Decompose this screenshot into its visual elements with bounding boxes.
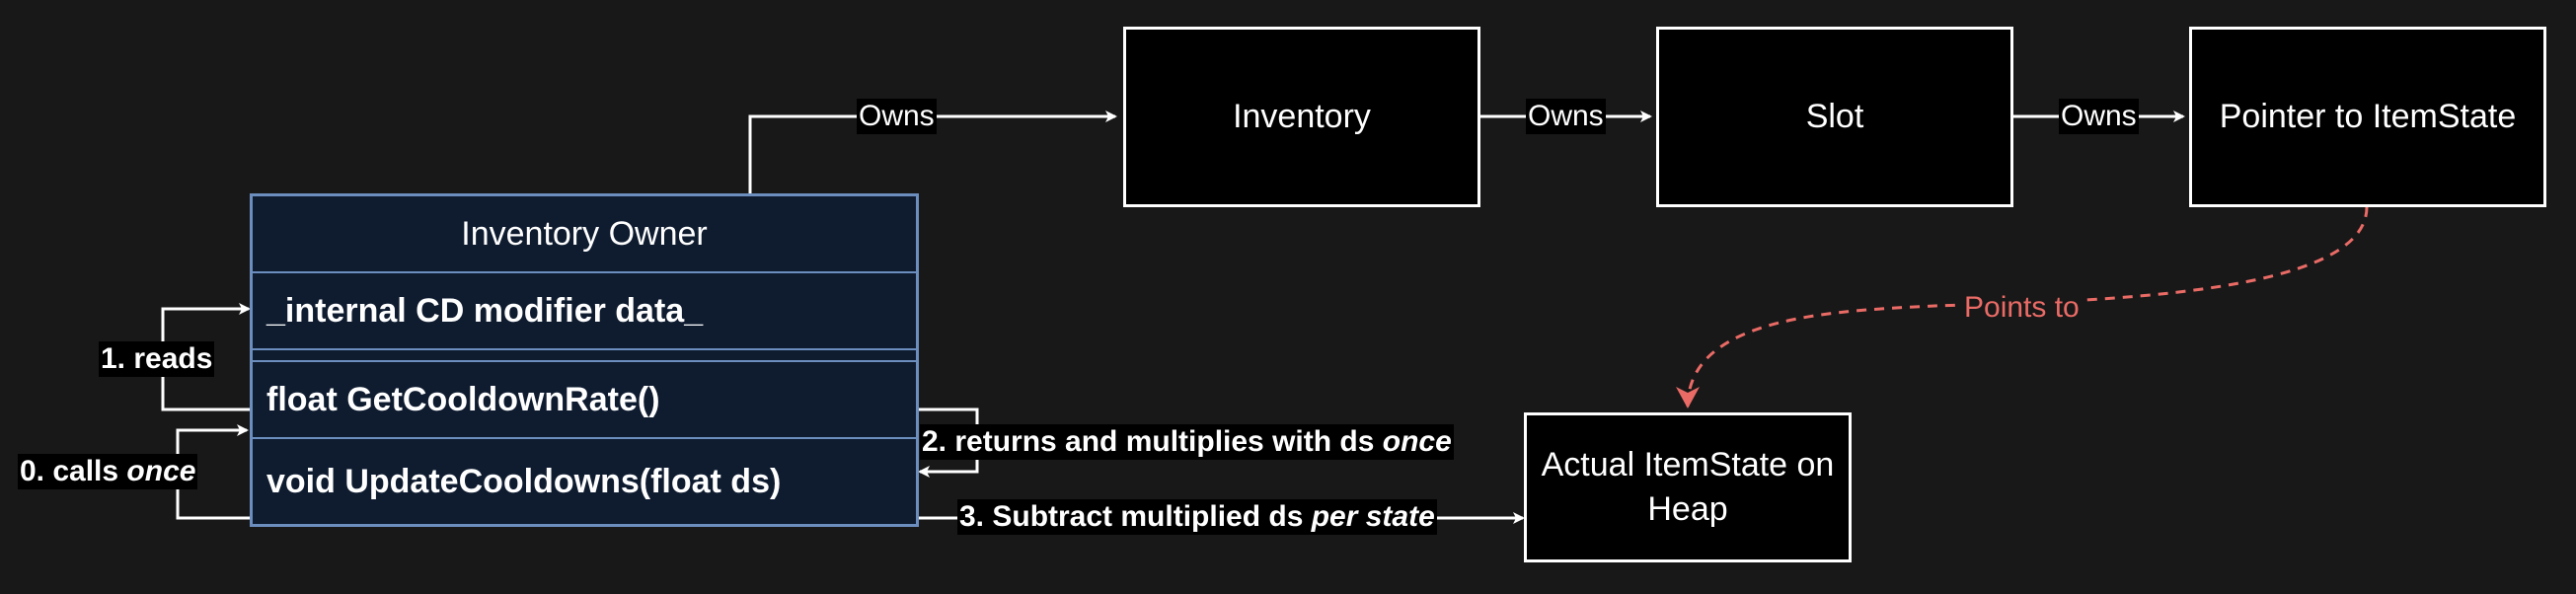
slot-label: Slot	[1805, 98, 1864, 136]
class-title-label: Inventory Owner	[461, 214, 708, 253]
method-update-cooldowns[interactable]: void UpdateCooldowns(float ds)	[253, 439, 916, 524]
itemstate-label-line2: Heap	[1647, 490, 1728, 528]
method-get-cooldown-rate-label: float GetCooldownRate()	[266, 380, 660, 418]
slot-node[interactable]: Slot	[1656, 27, 2013, 207]
class-field[interactable]: _internal CD modifier data_	[253, 273, 916, 350]
inventory-node[interactable]: Inventory	[1123, 27, 1480, 207]
owns-label-3: Owns	[2059, 99, 2139, 134]
pointer-label: Pointer to ItemState	[2219, 98, 2517, 136]
inventory-owner-class[interactable]: Inventory Owner _internal CD modifier da…	[250, 193, 919, 527]
calls-label: 0. calls once	[18, 454, 198, 489]
inventory-label: Inventory	[1233, 98, 1371, 136]
edge-owns-inventory	[748, 111, 1117, 193]
itemstate-label-line1: Actual ItemState on	[1541, 446, 1835, 484]
class-field-label: _internal CD modifier data_	[266, 291, 704, 330]
calls-label-emphasis: once	[126, 455, 196, 487]
class-title: Inventory Owner	[253, 196, 916, 273]
calls-label-text: 0. calls	[20, 455, 127, 487]
pointer-node[interactable]: Pointer to ItemState	[2189, 27, 2546, 207]
itemstate-node[interactable]: Actual ItemState on Heap	[1524, 412, 1852, 562]
returns-label: 2. returns and multiplies with ds once	[920, 424, 1454, 460]
subtract-label: 3. Subtract multiplied ds per state	[957, 499, 1437, 535]
subtract-label-emphasis: per state	[1311, 500, 1435, 533]
owns-label-1: Owns	[857, 99, 937, 134]
subtract-label-text: 3. Subtract multiplied ds	[959, 500, 1312, 533]
reads-label: 1. reads	[99, 341, 215, 377]
method-update-cooldowns-label: void UpdateCooldowns(float ds)	[266, 462, 782, 500]
owns-label-2: Owns	[1526, 99, 1606, 134]
returns-label-text: 2. returns and multiplies with ds	[922, 425, 1383, 458]
points-to-label: Points to	[1962, 290, 2082, 326]
returns-label-emphasis: once	[1382, 425, 1452, 458]
class-divider	[253, 350, 916, 362]
method-get-cooldown-rate[interactable]: float GetCooldownRate()	[253, 362, 916, 439]
edge-points-to	[1676, 206, 2369, 408]
